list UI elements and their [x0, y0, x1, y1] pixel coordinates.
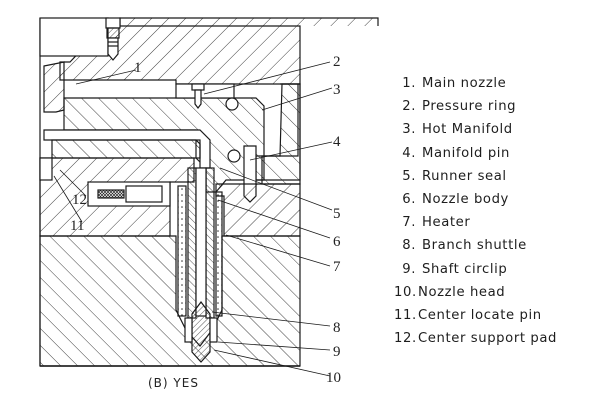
legend-item: 1. Main nozzle: [398, 76, 557, 99]
callout-10: 10: [326, 370, 341, 386]
legend-number: 9.: [402, 261, 416, 277]
legend-label: Pressure ring: [422, 99, 517, 115]
callout-2: 2: [333, 54, 341, 70]
center-locate-pin: [39, 157, 53, 181]
top-screw-icon: [105, 17, 121, 61]
callout-4: 4: [333, 134, 341, 150]
diagram-caption: (B) YES: [148, 376, 199, 390]
callout-3: 3: [333, 82, 341, 98]
legend-item: 8. Branch shuttle: [398, 238, 557, 261]
parts-legend: 1. Main nozzle 2. Pressure ring 3. Hot Mani…: [394, 76, 558, 354]
callout-6: 6: [333, 234, 341, 250]
legend-item: 9. Shaft circlip: [398, 262, 557, 285]
legend-label: Center support pad: [418, 331, 558, 347]
right-plate-mid: [215, 183, 301, 237]
legend-label: Runner seal: [422, 168, 507, 184]
nozzle-melt-channel: [195, 167, 207, 317]
legend-item: 3. Hot Manifold: [398, 122, 557, 145]
legend-item: 10.Nozzle head: [394, 284, 557, 308]
support-pad-insert: [97, 189, 125, 199]
callout-11: 11: [70, 218, 84, 234]
legend-number: 4.: [402, 145, 416, 161]
legend-item: 6. Nozzle body: [398, 192, 557, 215]
legend-label: Hot Manifold: [422, 122, 513, 138]
pressure-ring-seal-lower: [227, 149, 241, 163]
manifold-lower-band: [51, 139, 201, 159]
callout-9: 9: [333, 344, 341, 360]
callout-5: 5: [333, 206, 341, 222]
legend-number: 10.: [394, 284, 417, 300]
callout-1: 1: [134, 60, 142, 76]
legend-label: Center locate pin: [418, 307, 542, 323]
shaft-circlip: [209, 317, 218, 343]
legend-number: 8.: [402, 238, 416, 254]
legend-number: 3.: [402, 122, 416, 138]
legend-number: 5.: [402, 168, 416, 184]
heater-left: [177, 185, 187, 317]
legend-item: 4. Manifold pin: [398, 146, 557, 169]
pressure-ring-seal-upper: [225, 97, 239, 111]
legend-label: Manifold pin: [422, 145, 511, 161]
legend-number: 2.: [402, 99, 416, 115]
legend-item: 7. Heater: [398, 215, 557, 238]
legend-label: Branch shuttle: [422, 238, 527, 254]
nozzle-body-left-wall: [187, 167, 197, 319]
legend-number: 11.: [394, 307, 417, 323]
legend-label: Nozzle body: [422, 191, 509, 207]
callout-8: 8: [333, 320, 341, 336]
legend-item: 2. Pressure ring: [398, 99, 557, 122]
pressure-ring: [175, 83, 235, 109]
legend-label: Heater: [422, 215, 471, 231]
branch-shuttle: [184, 317, 193, 343]
nozzle-head: [191, 301, 211, 363]
nozzle-body-right-wall: [205, 167, 215, 319]
callout-7: 7: [333, 259, 341, 275]
legend-number: 6.: [402, 191, 416, 207]
legend-number: 12.: [394, 331, 417, 347]
legend-label: Main nozzle: [422, 76, 507, 91]
top-left-block: [39, 17, 109, 57]
hot-runner-cross-section: 1 2 3 4 5 6 7 8 9 10 11 12: [39, 17, 379, 386]
legend-number: 1.: [402, 76, 416, 91]
heater-right: [215, 191, 223, 317]
legend-label: Shaft circlip: [422, 261, 508, 277]
leader-lines: [53, 61, 333, 377]
legend-number: 7.: [402, 215, 416, 231]
legend-item: 11.Center locate pin: [394, 307, 557, 331]
legend-label: Nozzle head: [418, 284, 506, 300]
cavity-plate: [39, 235, 301, 367]
support-pad-body: [125, 185, 163, 203]
legend-item: 5. Runner seal: [398, 169, 557, 192]
right-plate: [261, 83, 301, 185]
main-nozzle-seat: [43, 61, 65, 113]
callout-12: 12: [72, 192, 87, 208]
legend-item: 12.Center support pad: [394, 331, 558, 354]
